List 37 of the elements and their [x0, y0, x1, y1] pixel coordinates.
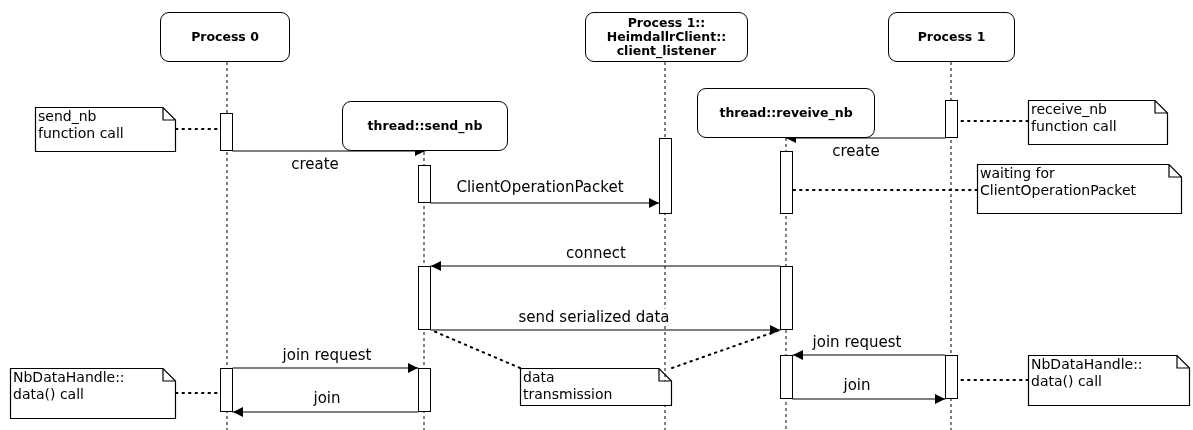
activation-bar	[780, 151, 793, 214]
activation-bar	[780, 355, 793, 399]
activation-bar	[780, 266, 793, 330]
edge-label: send serialized data	[516, 308, 672, 326]
edge-label: join request	[810, 333, 904, 351]
lifeline-head: Process 1:: HeimdallrClient:: client_listener	[585, 12, 748, 62]
edge-label: join	[311, 389, 343, 407]
lifeline-head: thread::send_nb	[342, 101, 508, 151]
message-arrow	[430, 325, 781, 335]
edge-label: ClientOperationPacket	[454, 178, 626, 196]
activation-bar	[418, 368, 431, 412]
note: send_nb function call	[35, 107, 176, 152]
edge-label: join	[841, 376, 873, 394]
note: receive_nb function call	[1028, 100, 1168, 145]
message-arrow	[792, 394, 946, 404]
message-arrow	[430, 261, 781, 271]
leader-line	[671, 329, 781, 369]
note: NbDataHandle:: data() call	[1028, 355, 1190, 406]
note: NbDataHandle:: data() call	[10, 368, 176, 419]
message-arrow	[232, 363, 419, 373]
note: data transmission	[520, 368, 672, 406]
activation-bar	[945, 355, 958, 399]
activation-bar	[220, 368, 233, 412]
lifeline-head: Process 1	[888, 12, 1015, 62]
lifeline-head: thread::reveive_nb	[697, 88, 875, 138]
activation-bar	[418, 165, 431, 203]
lifeline-head: Process 0	[160, 12, 290, 62]
message-arrow	[792, 350, 946, 360]
activation-bar	[659, 138, 672, 214]
message-arrow	[430, 198, 660, 208]
activation-bar	[945, 100, 958, 138]
note: waiting for ClientOperationPacket	[977, 164, 1182, 214]
edge-label: join request	[280, 346, 374, 364]
activation-bar	[418, 266, 431, 330]
message-arrow	[232, 407, 419, 417]
activation-bar	[220, 113, 233, 151]
leader-line	[792, 189, 978, 191]
